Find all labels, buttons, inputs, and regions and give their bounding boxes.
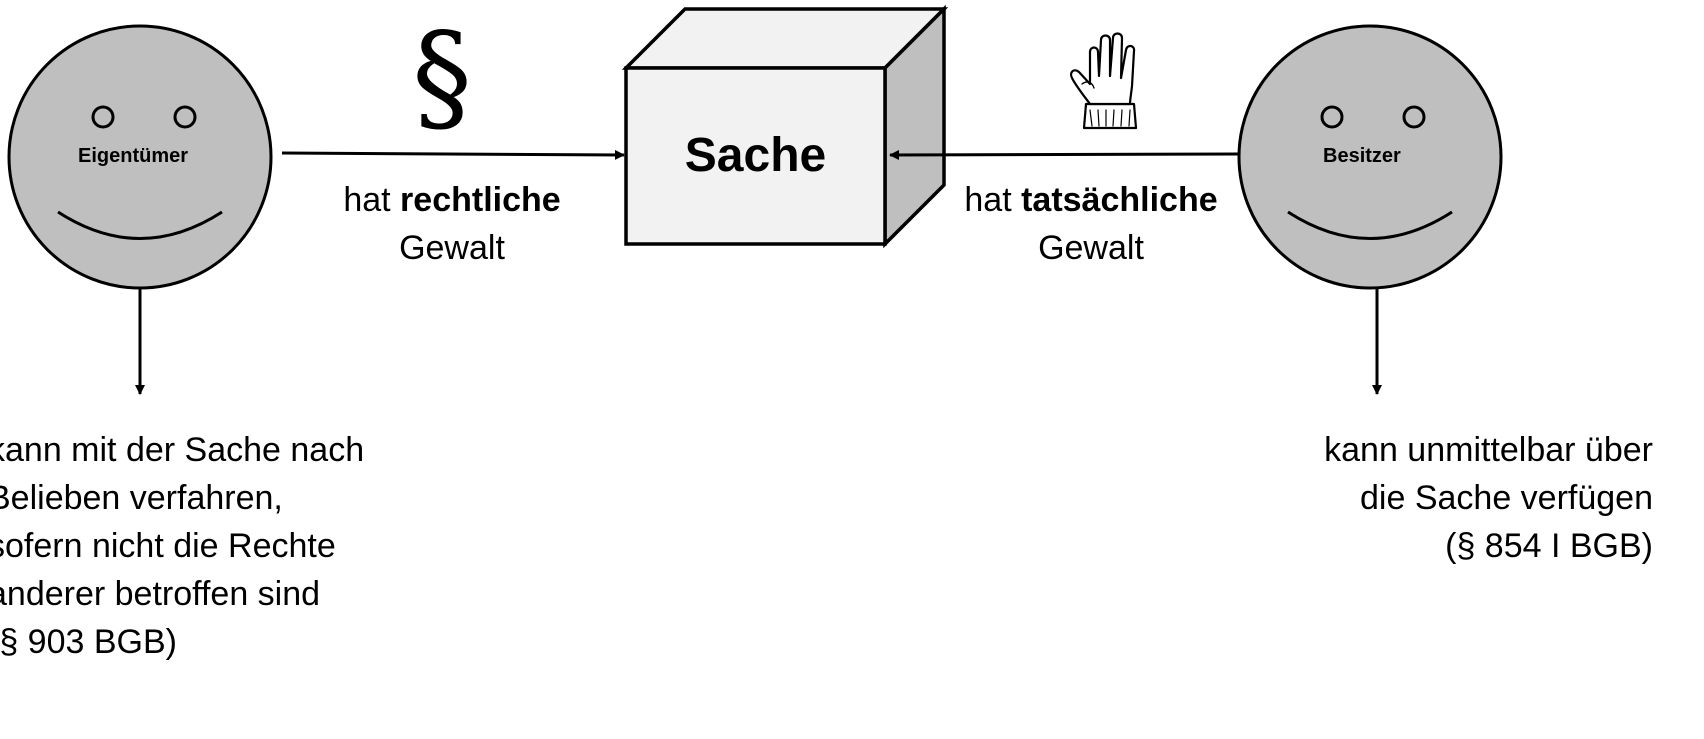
owner-description: kann mit der Sache nach Belieben verfahr… [0,426,364,666]
possessor-smile [1287,210,1453,240]
possessor-relation-suffix: Gewalt [1038,229,1144,267]
owner-description-line: kann mit der Sache nach [0,431,365,469]
box-front [624,66,887,246]
possessor-right-eye [1402,105,1426,129]
owner-to-sache-arrow [281,149,625,160]
owner-description-line: (§ 903 BGB) [0,623,177,661]
sache-box [621,4,949,249]
owner-relation-label: hat rechtliche Gewalt [322,176,582,272]
possessor-face [1237,24,1503,290]
owner-description-line: sofern nicht die Rechte [0,527,336,565]
hand-icon [1070,32,1138,130]
possessor-relation-emphasis: tatsächliche [1021,181,1218,219]
owner-label: Eigentümer [78,145,189,167]
possessor-description-line: die Sache verfügen [1360,479,1653,517]
owner-smile [57,210,223,240]
owner-description-line: anderer betroffen sind [0,575,321,613]
owner-right-eye [173,105,197,129]
owner-relation-emphasis: rechtliche [400,181,561,219]
possessor-description-line: (§ 854 I BGB) [1445,527,1653,565]
owner-description-line: Belieben verfahren, [0,479,283,517]
possessor-description-line: kann unmittelbar über [1324,431,1653,469]
possessor-relation-label: hat tatsächliche Gewalt [945,176,1237,272]
possessor-description: kann unmittelbar über die Sache verfügen… [1130,426,1653,570]
possessor-to-sache-arrow [889,149,1241,160]
owner-relation-suffix: Gewalt [399,229,505,267]
possessor-label: Besitzer [1323,145,1401,167]
possessor-relation-prefix: hat [964,181,1012,219]
owner-face [7,24,273,290]
sache-label: Sache [684,129,827,182]
owner-relation-prefix: hat [343,181,391,219]
paragraph-icon: § [412,8,472,147]
owner-left-eye [91,105,115,129]
possessor-left-eye [1320,105,1344,129]
